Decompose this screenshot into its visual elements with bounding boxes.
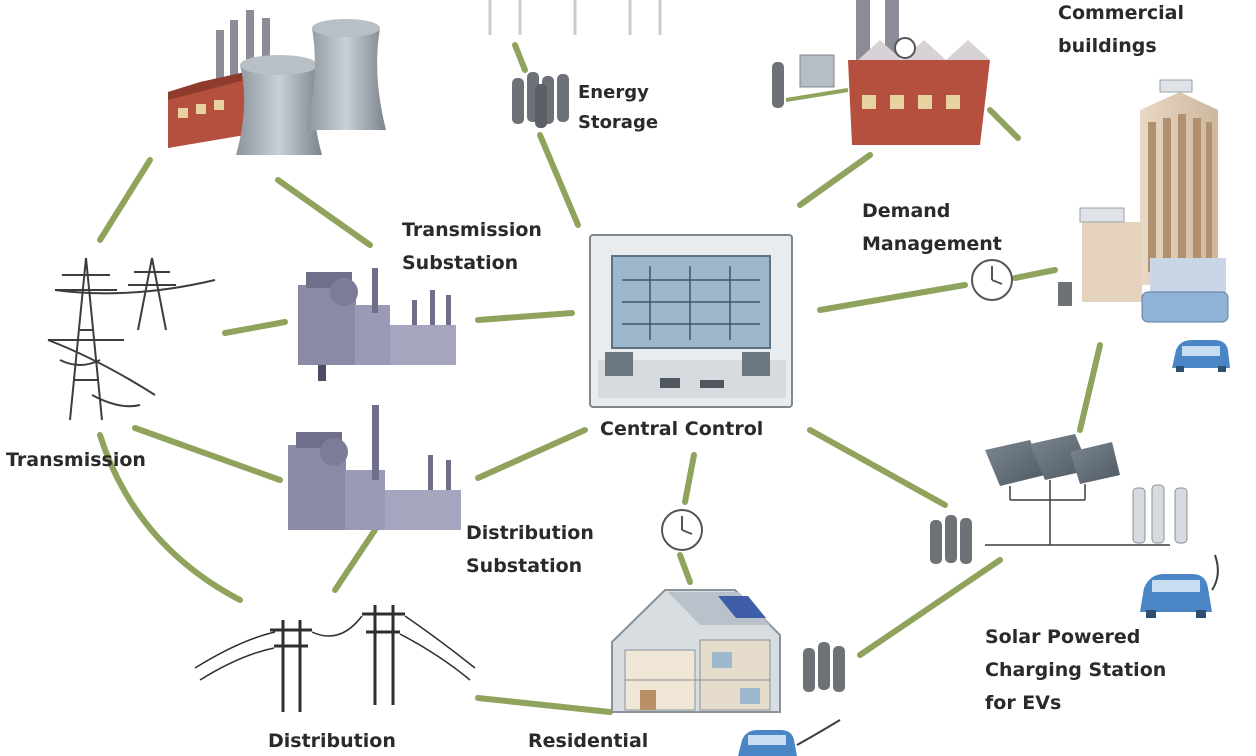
label-line: Management <box>862 233 1002 255</box>
power-plant-icon <box>168 10 386 155</box>
transmission-towers-icon <box>47 257 216 421</box>
label-line: Commercial <box>1058 2 1184 24</box>
connector-lines <box>97 42 1103 715</box>
transmission-substation-icon <box>298 268 456 381</box>
connector-curve <box>97 432 243 603</box>
connector-line <box>677 552 693 585</box>
connector-line <box>475 427 588 481</box>
label-commercial-buildings: Commercial buildings <box>1058 0 1184 63</box>
charging-pumps-icon <box>1132 484 1188 544</box>
label-line: Substation <box>466 555 583 577</box>
label-solar-charging-station: Solar Powered Charging Station for EVs <box>985 621 1166 720</box>
connector-line <box>512 42 528 73</box>
storage-cylinders-icon <box>803 642 845 692</box>
label-demand-management: Demand Management <box>862 195 1002 261</box>
commercial-building-icon <box>1058 79 1229 323</box>
connector-line <box>987 107 1021 141</box>
storage-cylinders-icon <box>930 515 972 564</box>
label-transmission-substation: Transmission Substation <box>402 214 542 280</box>
label-distribution-substation: Distribution Substation <box>466 517 594 583</box>
label-line: Central Control <box>600 418 764 440</box>
label-residential: Residential <box>528 725 648 756</box>
label-line: buildings <box>1058 35 1157 57</box>
label-central-control: Central Control <box>600 413 763 446</box>
connector-line <box>475 695 613 715</box>
connector-line <box>1077 342 1103 433</box>
connector-line <box>682 452 697 505</box>
ev-car-icon <box>1172 340 1230 372</box>
clock-icon <box>971 259 1013 301</box>
label-line: Substation <box>402 252 519 274</box>
ev-car-icon <box>1140 554 1219 618</box>
label-line: Distribution <box>466 522 594 544</box>
label-line: Transmission <box>402 219 542 241</box>
distribution-poles-icon <box>194 605 476 712</box>
ev-car-icon <box>738 719 841 756</box>
connector-line <box>97 157 153 243</box>
label-transmission: Transmission <box>6 444 146 477</box>
label-line: Charging Station <box>985 659 1167 681</box>
connector-line <box>807 427 948 508</box>
energy-storage-icon <box>512 72 569 128</box>
label-energy-storage: Energy Storage <box>578 78 658 138</box>
connector-line <box>222 319 288 336</box>
clock-icon <box>661 509 703 551</box>
factory-icon <box>772 0 990 145</box>
label-line: Solar Powered <box>985 626 1141 648</box>
label-line: Distribution <box>268 730 396 752</box>
label-line: Demand <box>862 200 951 222</box>
connector-line <box>817 282 968 313</box>
connector-line <box>275 177 373 248</box>
central-control-console-icon <box>589 234 793 408</box>
top-partial-icon <box>488 0 662 35</box>
connector-line <box>132 425 283 483</box>
connector-line <box>332 527 378 593</box>
connector-line <box>475 310 575 323</box>
solar-panels-icon <box>985 434 1170 546</box>
label-line: Storage <box>578 112 659 133</box>
connector-line <box>857 557 1003 658</box>
connector-line <box>797 152 873 208</box>
label-line: Transmission <box>6 449 146 471</box>
label-line: Residential <box>528 730 649 752</box>
distribution-substation-icon <box>288 405 461 530</box>
connector-line <box>537 132 581 228</box>
label-line: for EVs <box>985 692 1062 714</box>
residential-house-icon <box>611 589 781 713</box>
label-line: Energy <box>578 82 649 103</box>
label-distribution: Distribution <box>268 725 396 756</box>
connector-line <box>1012 267 1058 281</box>
